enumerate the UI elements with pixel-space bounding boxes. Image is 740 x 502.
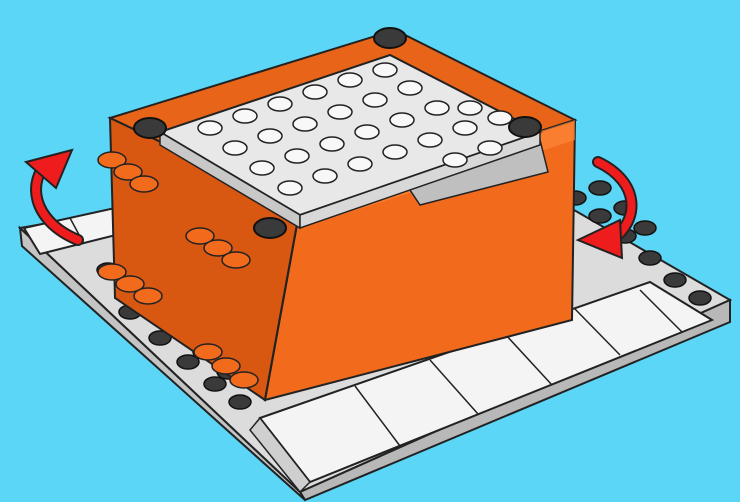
illustration (0, 0, 740, 502)
lego-build-illustration (0, 0, 740, 502)
